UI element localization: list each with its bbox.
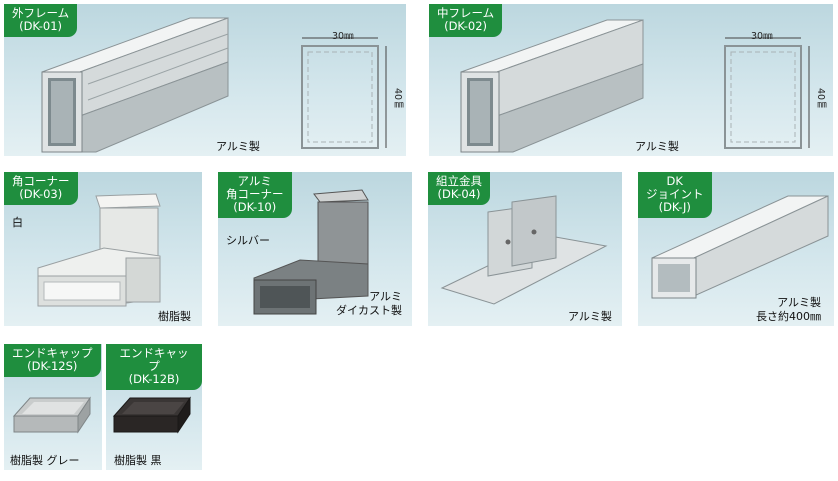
- product-panel-dk-03: 角コーナー (DK-03) 白 樹脂製: [4, 172, 202, 326]
- material-caption: アルミ製: [568, 310, 612, 323]
- product-panel-dk-12s: エンドキャップ (DK-12S) 樹脂製 グレー: [4, 344, 102, 470]
- width-dimension: 30㎜: [751, 31, 773, 42]
- product-tag-dk-10: アルミ 角コーナー (DK-10): [218, 172, 292, 218]
- product-tag-dk-j: DK ジョイント (DK-J): [638, 172, 712, 218]
- gray-endcap-illustration: [12, 396, 91, 434]
- black-endcap-illustration: [112, 396, 191, 434]
- corner-illustration: [37, 193, 161, 307]
- middle-frame-illustration: [460, 19, 810, 153]
- product-tag-dk-04: 組立金具 (DK-04): [428, 172, 490, 205]
- product-panel-dk-02: 中フレーム (DK-02) 30㎜ 40㎜ アルミ製: [429, 4, 833, 156]
- bracket-illustration: [440, 195, 608, 305]
- product-tag-dk-03: 角コーナー (DK-03): [4, 172, 78, 205]
- product-panel-dk-01: 外フレーム (DK-01) 30㎜ 40㎜ アルミ製: [4, 4, 406, 156]
- height-dimension: 40㎜: [815, 88, 826, 110]
- outer-frame-illustration: [41, 17, 387, 153]
- aluminum-corner-illustration: [253, 189, 369, 315]
- product-panel-dk-j: DK ジョイント (DK-J) アルミ製 長さ約400㎜: [638, 172, 834, 326]
- product-tag-dk-12s: エンドキャップ (DK-12S): [4, 344, 101, 377]
- product-tag-dk-02: 中フレーム (DK-02): [429, 4, 503, 37]
- material-caption: 樹脂製: [158, 310, 191, 323]
- product-panel-dk-04: 組立金具 (DK-04) アルミ製: [428, 172, 622, 326]
- color-label: 白: [12, 216, 23, 229]
- material-caption: アルミ製: [216, 140, 260, 153]
- material-caption: アルミ製 長さ約400㎜: [756, 296, 821, 323]
- height-dimension: 40㎜: [392, 88, 403, 110]
- product-panel-dk-10: アルミ 角コーナー (DK-10) シルバー アルミ ダイカスト製: [218, 172, 412, 326]
- width-dimension: 30㎜: [332, 31, 354, 42]
- product-panel-dk-12b: エンドキャップ (DK-12B) 樹脂製 黒: [106, 344, 202, 470]
- product-tag-dk-12b: エンドキャップ (DK-12B): [106, 344, 202, 390]
- material-caption: 樹脂製 黒: [114, 454, 162, 467]
- joint-illustration: [651, 195, 829, 299]
- product-tag-dk-01: 外フレーム (DK-01): [4, 4, 78, 37]
- color-label: シルバー: [226, 234, 270, 247]
- material-caption: アルミ製: [635, 140, 679, 153]
- material-caption: 樹脂製 グレー: [10, 454, 80, 467]
- material-caption: アルミ ダイカスト製: [336, 290, 402, 317]
